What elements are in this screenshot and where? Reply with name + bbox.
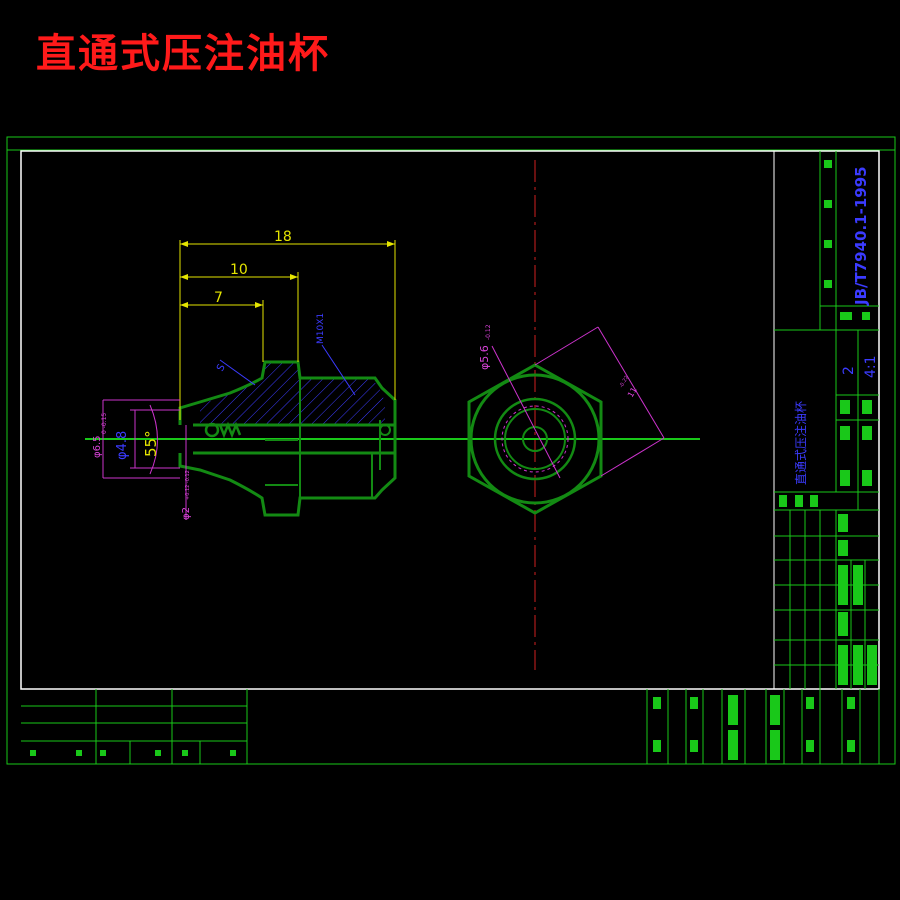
drawing-border [20,150,880,690]
side-view [178,360,397,517]
scale-value: 4:1 [863,355,879,378]
dim-dia-2-tol: +0.12 -0.12 [185,470,191,500]
dim-width-11: 11 [626,386,639,399]
part-name-label: 直通式压注油杯 [793,401,808,485]
label-thread: M10X1 [316,313,326,344]
dim-dia-6-5: φ6.5 [92,436,103,459]
dim-dia-2: φ2 [181,507,192,520]
end-view: φ5.6 -0.12 11 -0.22 [467,324,665,515]
title-block: JB/T7940.1-1995 直通式压注油杯 2 4:1 [773,151,879,689]
dim-length-10: 10 [230,262,248,278]
revision-table [21,689,248,764]
outer-frame [6,136,896,765]
dim-width-11-tol: -0.22 [619,375,631,389]
dim-dia-5-6: φ5.6 [478,345,491,370]
dimensions: 18 10 7 φ6.5 0 -0.15 φ4.8 55° φ2 +0.12 -… [92,229,396,520]
dim-dia-5-6-tol: -0.12 [485,324,492,340]
dim-dia-4-8: φ4.8 [115,431,130,460]
standard-number: JB/T7940.1-1995 [852,166,870,306]
dim-length-18: 18 [274,229,292,245]
quantity-value: 2 [841,366,857,375]
page-title: 直通式压注油杯 [36,30,330,77]
dim-angle-55: 55° [142,430,160,457]
dim-dia-6-5-tol: 0 -0.15 [101,413,108,434]
dim-length-7: 7 [214,290,223,306]
label-sphere: S [215,362,228,373]
signature-table [646,689,880,764]
